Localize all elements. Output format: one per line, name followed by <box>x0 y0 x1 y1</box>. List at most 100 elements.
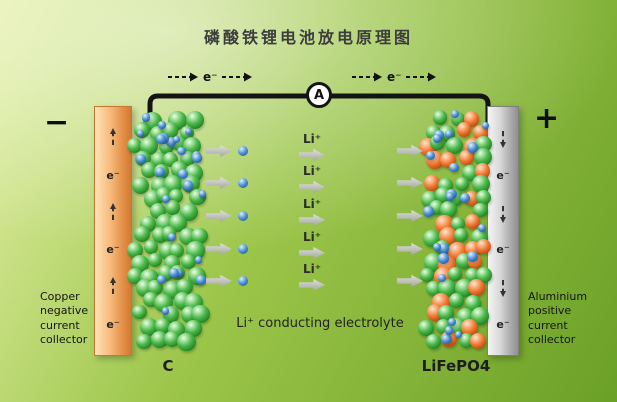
atom-sphere <box>191 228 208 245</box>
atom-sphere <box>181 253 197 269</box>
lithium-sphere <box>141 113 151 122</box>
atom-sphere <box>165 200 181 215</box>
lithium-sphere <box>175 268 184 278</box>
atom-sphere <box>127 242 144 259</box>
atom-sphere <box>473 202 488 217</box>
lithium-sphere <box>177 168 189 180</box>
electron-label: e⁻ <box>496 243 510 257</box>
electron-up-arrow-icon <box>110 202 116 220</box>
electron-flow-label: e⁻ <box>203 70 218 84</box>
lithium-sphere <box>154 166 166 178</box>
atom-sphere <box>132 305 147 320</box>
lithium-sphere <box>460 193 471 204</box>
lithium-sphere <box>449 162 459 173</box>
lithium-sphere <box>438 253 450 264</box>
lithium-sphere <box>467 142 479 153</box>
lithium-sphere <box>156 134 167 145</box>
diagram-title: 磷酸铁锂电池放电原理图 <box>203 28 413 47</box>
lithium-sphere <box>433 243 441 251</box>
lithium-sphere <box>194 256 202 264</box>
electron-arrow-icon <box>222 72 253 82</box>
atom-sphere <box>168 242 185 258</box>
atom-sphere <box>438 304 455 321</box>
lithium-sphere <box>444 326 454 336</box>
atom-sphere <box>475 163 491 179</box>
lithium-sphere <box>441 333 452 344</box>
atom-sphere <box>450 216 466 232</box>
electron-label: e⁻ <box>496 318 510 332</box>
atom-sphere <box>455 176 470 192</box>
atom-sphere <box>139 318 158 337</box>
lithium-sphere <box>169 267 179 278</box>
atom-sphere <box>141 162 158 179</box>
lithium-sphere <box>158 120 166 129</box>
positive-terminal-sign: + <box>534 101 560 136</box>
lithium-sphere <box>167 232 177 242</box>
lithium-sphere <box>161 194 170 203</box>
atom-sphere <box>191 304 210 324</box>
ammeter-label: A <box>313 87 325 103</box>
electron-arrow-icon <box>352 72 382 82</box>
lithium-sphere <box>425 151 436 161</box>
atom-sphere <box>445 137 464 155</box>
electron-arrow-icon <box>406 72 437 82</box>
lithium-sphere <box>161 307 170 315</box>
lithium-sphere <box>136 154 146 164</box>
lithium-sphere <box>447 318 456 327</box>
atom-sphere <box>456 122 472 137</box>
atom-sphere <box>476 190 492 206</box>
lithium-sphere <box>177 146 186 156</box>
atom-sphere <box>143 239 159 255</box>
negative-terminal-sign: − <box>44 105 70 140</box>
atom-sphere <box>475 239 491 255</box>
atom-sphere <box>438 279 456 298</box>
electron-label: e⁻ <box>496 168 510 182</box>
atom-sphere <box>147 252 162 267</box>
electron-label: e⁻ <box>106 243 120 257</box>
electron-up-arrow-icon <box>110 277 116 295</box>
ammeter: A <box>306 82 332 108</box>
lithium-sphere <box>172 135 181 144</box>
lithium-sphere <box>478 223 487 232</box>
aluminium-collector-caption: Aluminium positive current collector <box>528 290 588 346</box>
atom-sphere <box>134 226 151 243</box>
atom-sphere <box>424 174 441 192</box>
atom-sphere <box>465 213 481 229</box>
lithium-sphere <box>432 133 442 143</box>
lithium-sphere <box>438 242 449 254</box>
atom-sphere <box>447 266 463 282</box>
atom-sphere <box>469 332 487 350</box>
graphite-electrode <box>126 107 210 355</box>
lithium-sphere <box>423 206 434 217</box>
electron-label: e⁻ <box>106 168 120 182</box>
electron-arrow-icon <box>168 72 198 82</box>
atom-sphere <box>154 318 171 334</box>
lithium-sphere <box>157 275 167 285</box>
atom-sphere <box>168 188 184 204</box>
atom-sphere <box>468 278 486 297</box>
atom-sphere <box>454 227 469 242</box>
lithium-sphere <box>444 130 454 139</box>
electron-down-arrow-icon <box>500 205 506 223</box>
electron-flow-left: e⁻ <box>168 70 253 84</box>
lithium-sphere <box>454 330 463 338</box>
electron-flow-right: e⁻ <box>352 70 437 84</box>
atom-sphere <box>473 148 492 167</box>
atom-sphere <box>418 319 435 336</box>
lithium-sphere <box>136 129 144 138</box>
aluminium-current-collector: e⁻ e⁻ e⁻ <box>487 106 519 356</box>
lithium-sphere <box>198 190 206 198</box>
electrolyte-caption: Li⁺ conducting electrolyte <box>236 316 404 331</box>
graphite-electrode-label: C <box>162 357 174 375</box>
atom-sphere <box>185 320 202 337</box>
electron-down-arrow-icon <box>500 130 506 148</box>
lithium-sphere <box>182 180 194 191</box>
atom-sphere <box>439 200 458 219</box>
atom-sphere <box>126 137 143 154</box>
lithium-sphere <box>438 273 447 282</box>
electron-down-arrow-icon <box>500 280 506 298</box>
copper-current-collector: e⁻ e⁻ e⁻ <box>94 106 132 356</box>
lifepo4-electrode <box>418 107 493 355</box>
atom-sphere <box>425 333 441 349</box>
